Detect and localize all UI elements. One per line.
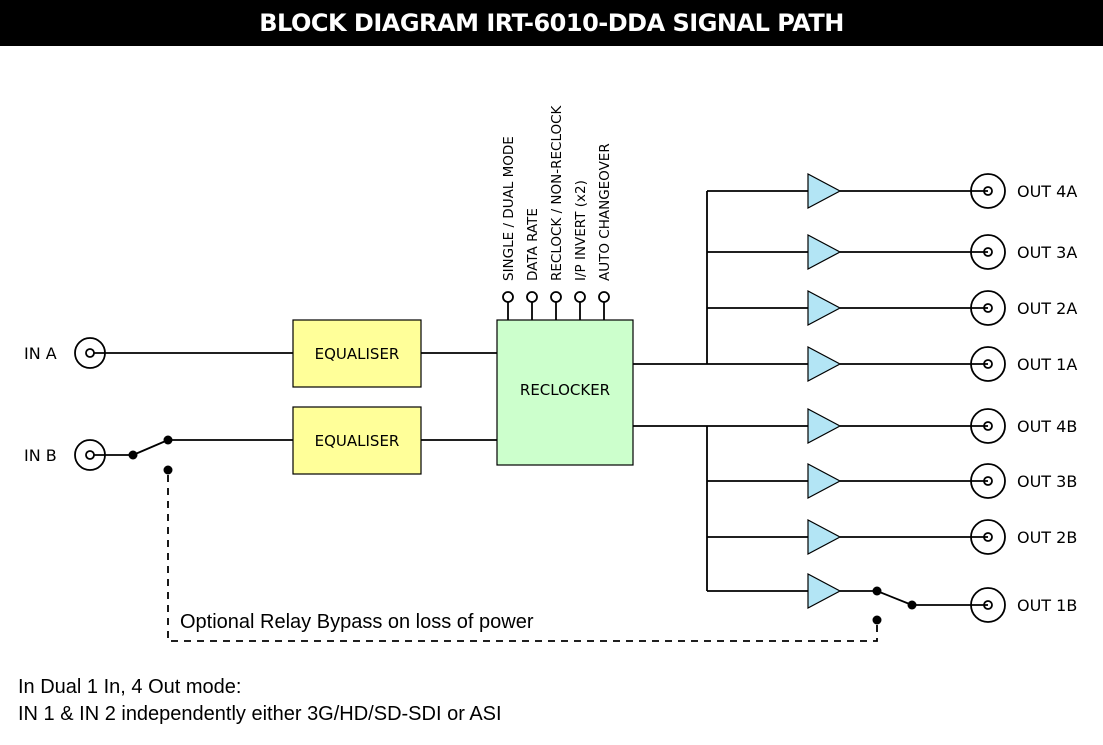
output-label: OUT 1B [1017, 596, 1077, 615]
bnc-connector-icon [970, 463, 1006, 499]
control-label: AUTO CHANGEOVER [597, 143, 613, 281]
bnc-connector-icon [970, 408, 1006, 444]
control-reclock-non-reclock: RECLOCK / NON-RECLOCK [549, 104, 565, 320]
bnc-connector-icon [970, 519, 1006, 555]
bnc-pin-icon [85, 450, 95, 460]
buffer-amplifier-icon [807, 234, 842, 270]
control-pin-icon [502, 291, 514, 303]
control-pin-icon [550, 291, 562, 303]
control-ip-invert: I/P INVERT (x2) [573, 180, 589, 320]
output-label: OUT 3A [1017, 243, 1077, 262]
output-2b: OUT 2B [707, 519, 1077, 555]
bnc-pin-icon [983, 421, 993, 431]
bnc-pin-icon [983, 532, 993, 542]
control-single-dual-mode: SINGLE / DUAL MODE [501, 136, 517, 320]
relay-switch-arm [132, 439, 169, 456]
bnc-pin-icon [85, 348, 95, 358]
bnc-connector-icon [970, 173, 1006, 209]
input-a-label: IN A [24, 344, 57, 363]
reclocker-label: RECLOCKER [520, 381, 610, 399]
equaliser-b-label: EQUALISER [315, 432, 400, 450]
output-4b: OUT 4B [707, 408, 1077, 444]
output-1b: OUT 1B [707, 573, 1077, 625]
buffer-amplifier-icon [807, 346, 842, 382]
control-label: DATA RATE [525, 208, 541, 281]
relay-switch-arm [876, 590, 913, 606]
bnc-pin-icon [983, 247, 993, 257]
bnc-connector-icon [970, 234, 1006, 270]
output-label: OUT 4A [1017, 182, 1077, 201]
bnc-connector-icon [970, 346, 1006, 382]
bnc-pin-icon [983, 476, 993, 486]
buffer-amplifier-icon [807, 173, 842, 209]
control-pin-icon [574, 291, 586, 303]
buffer-amplifier-icon [807, 408, 842, 444]
input-b: IN B [24, 439, 106, 471]
bnc-connector-icon [970, 587, 1006, 623]
output-3b: OUT 3B [707, 463, 1077, 499]
bypass-note: Optional Relay Bypass on loss of power [180, 611, 534, 633]
output-label: OUT 4B [1017, 417, 1077, 436]
control-pin-icon [598, 291, 610, 303]
control-label: SINGLE / DUAL MODE [501, 136, 517, 281]
output-label: OUT 1A [1017, 355, 1077, 374]
bnc-pin-icon [983, 600, 993, 610]
bnc-pin-icon [983, 359, 993, 369]
input-a: IN A [24, 337, 106, 369]
equaliser-b-block: EQUALISER [292, 406, 422, 475]
buffer-amplifier-icon [807, 463, 842, 499]
equaliser-a-label: EQUALISER [315, 345, 400, 363]
footer-note-line-1: In Dual 1 In, 4 Out mode: [18, 676, 242, 698]
relay-bypass-path [167, 475, 878, 642]
reclocker-block: RECLOCKER [496, 319, 634, 466]
output-label: OUT 2B [1017, 528, 1077, 547]
control-pins: SINGLE / DUAL MODE DATA RATE RECLOCK / N… [501, 104, 613, 320]
relay-bypass-contact-dot [872, 615, 882, 625]
bnc-pin-icon [983, 186, 993, 196]
control-data-rate: DATA RATE [525, 208, 541, 320]
control-pin-icon [526, 291, 538, 303]
relay-bypass-contact-dot [163, 465, 173, 475]
control-label: RECLOCK / NON-RECLOCK [549, 104, 565, 281]
input-b-label: IN B [24, 446, 57, 465]
buffer-amplifier-icon [807, 290, 842, 326]
buffer-amplifier-icon [807, 519, 842, 555]
control-label: I/P INVERT (x2) [573, 180, 589, 281]
footer-note-line-2: IN 1 & IN 2 independently either 3G/HD/S… [18, 703, 502, 725]
equaliser-a-block: EQUALISER [292, 319, 422, 388]
output-label: OUT 2A [1017, 299, 1077, 318]
output-4a: OUT 4A [707, 173, 1077, 209]
output-1a: OUT 1A [707, 346, 1077, 382]
output-3a: OUT 3A [707, 234, 1077, 270]
control-auto-changeover: AUTO CHANGEOVER [597, 143, 613, 320]
page-title: BLOCK DIAGRAM IRT-6010-DDA SIGNAL PATH [0, 0, 1103, 46]
buffer-amplifier-icon [807, 573, 842, 609]
bnc-connector-icon [970, 290, 1006, 326]
bnc-pin-icon [983, 303, 993, 313]
output-label: OUT 3B [1017, 472, 1077, 491]
output-2a: OUT 2A [707, 290, 1077, 326]
